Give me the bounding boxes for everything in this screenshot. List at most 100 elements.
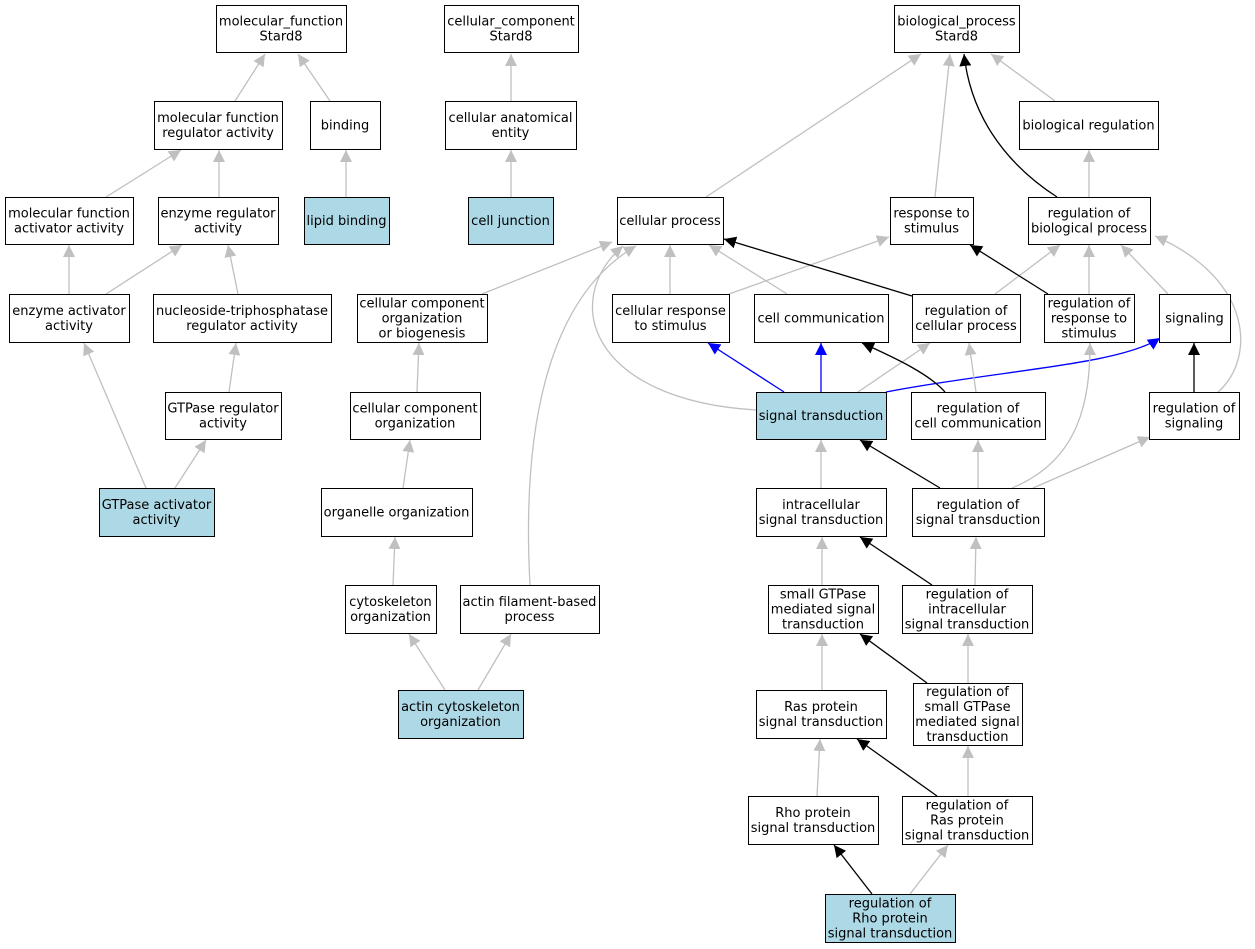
term-label-line: cellular anatomical (449, 111, 573, 126)
term-label-line: nucleoside-triphosphatase (156, 304, 328, 319)
edge-is-a-reg_sig_trans-to-reg_sig (1032, 436, 1151, 489)
term-label-line: signal transduction (759, 715, 884, 730)
term-label-line: regulation of (937, 402, 1020, 417)
term-label-line: enzyme activator (12, 304, 126, 319)
term-label-line: signal transduction (828, 927, 953, 942)
edge-is-a-cyto_org-to-org_org (388, 536, 401, 586)
term-label-line: regulation of (937, 498, 1020, 513)
term-label-line: regulator activity (162, 126, 274, 141)
term-node-org-org[interactable]: organelle organization (321, 488, 473, 537)
term-box (158, 197, 279, 245)
term-label-line: cellular component (352, 402, 477, 417)
term-box (902, 796, 1033, 845)
term-label-line: stimulus (904, 222, 959, 237)
term-label-line: cell junction (471, 214, 550, 229)
term-box (1028, 197, 1151, 245)
edge-is-a-cc_org_bio-to-cell_proc (481, 240, 613, 295)
edge-is-a-gtpase_act-to-gtpase_reg (174, 439, 207, 489)
term-label-line: regulation of (1048, 207, 1131, 222)
term-box (911, 392, 1046, 440)
term-label-line: activity (133, 513, 181, 528)
term-node-cell-comm[interactable]: cell communication (754, 294, 889, 343)
term-node-cell-proc[interactable]: cellular process (617, 197, 724, 245)
term-label-line: regulation of (925, 304, 1008, 319)
term-label-line: binding (321, 119, 369, 134)
term-label-line: activity (45, 319, 93, 334)
term-node-signaling[interactable]: signaling (1159, 294, 1231, 343)
term-node-sig-trans[interactable]: signal transduction (756, 392, 887, 440)
term-label-line: signal transduction (905, 618, 1030, 633)
term-label-line: activity (199, 417, 247, 432)
term-label-line: stimulus (1061, 327, 1116, 342)
term-node-binding[interactable]: binding (310, 101, 381, 150)
term-label-line: lipid binding (307, 214, 387, 229)
edge-is-a-gtpase_reg-to-ntp_reg (228, 342, 241, 393)
term-label-line: activator activity (14, 222, 124, 237)
term-label-line: Rho protein (852, 912, 928, 927)
term-box (1019, 101, 1159, 150)
term-box (321, 488, 473, 537)
term-box (216, 5, 347, 53)
term-label-line: regulation of (1048, 297, 1131, 312)
edge-is-a-rho-to-ras (813, 738, 826, 797)
edge-is-a-actin_fil-to-cell_proc (527, 245, 637, 586)
edges-layer (63, 53, 1242, 895)
term-label-line: molecular function (8, 207, 130, 222)
term-label-line: enzyme regulator (160, 207, 276, 222)
term-label-line: cellular component (359, 297, 484, 312)
term-label-line: molecular function (157, 111, 279, 126)
term-node-lipid[interactable]: lipid binding (304, 197, 390, 245)
term-node-bio-reg[interactable]: biological regulation (1019, 101, 1159, 150)
term-box (756, 690, 887, 739)
term-label-line: process (505, 610, 555, 625)
term-label-line: organization (382, 312, 463, 327)
term-box (154, 101, 283, 150)
term-node-cell-junc[interactable]: cell junction (468, 197, 554, 245)
term-box (445, 101, 577, 150)
edge-is-a-cc_org-to-cc_org_bio (412, 342, 425, 393)
term-box (912, 294, 1021, 343)
term-label-line: regulation of (926, 588, 1009, 603)
term-box (9, 294, 130, 343)
edge-is-a-mf_reg-to-mf_root (234, 53, 266, 102)
term-box (768, 585, 879, 634)
edge-is-a-gtpase_act-to-enz_act (83, 342, 147, 489)
term-box (912, 488, 1045, 537)
term-label-line: cellular process (915, 319, 1017, 334)
term-box (612, 294, 730, 343)
term-box (153, 294, 332, 343)
